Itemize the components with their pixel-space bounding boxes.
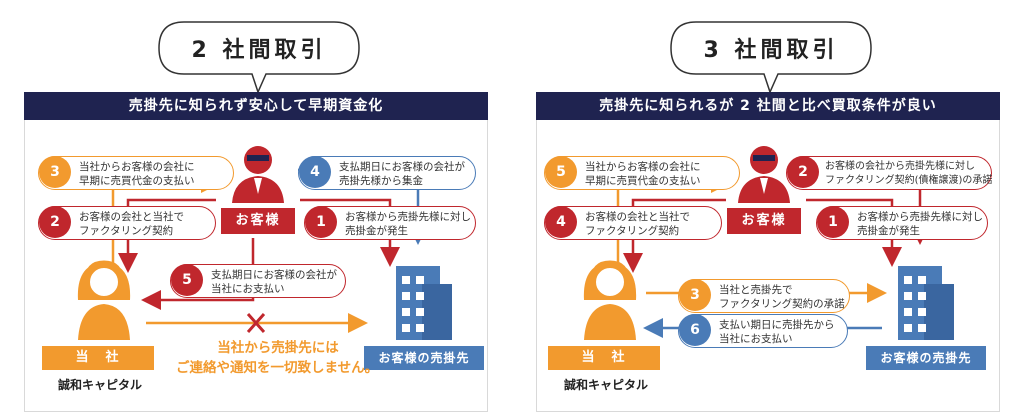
step-text-line1: 当社からお客様の会社に xyxy=(585,161,701,173)
step-4-pill: 4 支払期日にお客様の会社が 売掛先様から集金 xyxy=(298,156,476,190)
step-text-line1: 当社からお客様の会社に xyxy=(79,161,195,173)
customer-person-icon xyxy=(738,146,790,203)
customer-label: お客様 xyxy=(221,208,295,234)
step-text-line2: 当社にお支払い xyxy=(719,333,793,345)
step-number-badge: 4 xyxy=(545,206,577,238)
three-party-diagram: 3 社間取引 売掛先に知られるが 2 社間と比べ買取条件が良い お客様 当 社 … xyxy=(530,0,1006,420)
step-text-line2: 売掛先様から集金 xyxy=(339,175,423,187)
seller-label: お客様の売掛先 xyxy=(364,346,484,370)
step-number-badge: 1 xyxy=(305,206,337,238)
step-text-line2: 売掛金が発生 xyxy=(345,225,408,237)
operator-headset-icon xyxy=(77,260,131,340)
step-text-line1: お客様の会社と当社で xyxy=(79,211,184,223)
step-text-line2: ファクタリング契約 xyxy=(585,225,680,237)
panel-header: 売掛先に知られるが 2 社間と比べ買取条件が良い xyxy=(536,92,1000,120)
panel-header: 売掛先に知られず安心して早期資金化 xyxy=(24,92,488,120)
no-notice-note: 当社から売掛先には ご連絡や通知を一切致しません。 xyxy=(176,338,378,378)
step-text-line2: ファクタリング契約 xyxy=(79,225,174,237)
step-number-badge: 3 xyxy=(679,279,711,311)
step-number-badge: 4 xyxy=(299,156,331,188)
step-number-badge: 3 xyxy=(39,156,71,188)
no-contact-cross-icon xyxy=(246,313,266,333)
step-text-line1: 支払期日にお客様の会社が xyxy=(339,161,465,173)
step-1-pill: 1 お客様から売掛先様に対し 売掛金が発生 xyxy=(816,206,988,240)
step-3-pill: 3 当社からお客様の会社に 早期に売買代金の支払い xyxy=(38,156,234,190)
note-line2: ご連絡や通知を一切致しません。 xyxy=(176,360,379,376)
step-text-line2: 売掛金が発生 xyxy=(857,225,920,237)
seller-label: お客様の売掛先 xyxy=(866,346,986,370)
building-icon xyxy=(898,266,954,340)
speech-bubble-icon xyxy=(670,21,872,95)
step-text-line1: お客様から売掛先様に対し xyxy=(857,211,983,223)
step-text-line2: 早期に売買代金の支払い xyxy=(585,175,701,187)
company-name: 誠和キャピタル xyxy=(58,378,143,392)
step-6-pill: 6 支払い期日に売掛先から 当社にお支払い xyxy=(678,314,848,348)
customer-person-icon xyxy=(232,146,284,203)
step-2-pill: 2 お客様の会社と当社で ファクタリング契約 xyxy=(38,206,216,240)
step-text-line2: 早期に売買代金の支払い xyxy=(79,175,195,187)
customer-label: お客様 xyxy=(727,208,801,234)
step-number-badge: 5 xyxy=(545,156,577,188)
two-party-diagram: 2 社間取引 売掛先に知られず安心して早期資金化 お客様 当 社 誠和キャピタル xyxy=(18,0,494,420)
step-number-badge: 2 xyxy=(39,206,71,238)
bubble-title: 3 社間取引 xyxy=(703,38,839,63)
step-number-badge: 6 xyxy=(679,314,711,346)
step-1-pill: 1 お客様から売掛先様に対し 売掛金が発生 xyxy=(304,206,476,240)
company-name: 誠和キャピタル xyxy=(564,378,649,392)
step-text-line1: 支払期日にお客様の会社が xyxy=(211,269,337,281)
step-number-badge: 2 xyxy=(787,156,819,188)
operator-headset-icon xyxy=(583,260,637,340)
toshya-label: 当 社 xyxy=(42,346,154,370)
step-3-pill: 3 当社と売掛先で ファクタリング契約の承諾 xyxy=(678,279,850,313)
step-text-line1: 支払い期日に売掛先から xyxy=(719,319,835,331)
step-5-pill: 5 当社からお客様の会社に 早期に売買代金の支払い xyxy=(544,156,740,190)
step-5-pill: 5 支払期日にお客様の会社が 当社にお支払い xyxy=(170,264,346,298)
step-text-line2: 当社にお支払い xyxy=(211,283,285,295)
step-number-badge: 5 xyxy=(171,264,203,296)
step-2-pill: 2 お客様の会社から売掛先様に対し ファクタリング契約(債権譲渡)の承諾 xyxy=(786,156,992,190)
step-4-pill: 4 お客様の会社と当社で ファクタリング契約 xyxy=(544,206,722,240)
step-number-badge: 1 xyxy=(817,206,849,238)
step-text-line1: お客様の会社から売掛先様に対し xyxy=(825,161,975,172)
toshya-label: 当 社 xyxy=(548,346,660,370)
building-icon xyxy=(396,266,452,340)
step-text-line2: ファクタリング契約(債権譲渡)の承諾 xyxy=(825,175,993,186)
step-text-line2: ファクタリング契約の承諾 xyxy=(719,298,845,310)
note-line1: 当社から売掛先には xyxy=(217,340,339,356)
bubble-title: 2 社間取引 xyxy=(191,38,327,63)
step-text-line1: お客様から売掛先様に対し xyxy=(345,211,471,223)
step-text-line1: 当社と売掛先で xyxy=(719,284,793,296)
speech-bubble-icon xyxy=(158,21,360,95)
step-text-line1: お客様の会社と当社で xyxy=(585,211,690,223)
